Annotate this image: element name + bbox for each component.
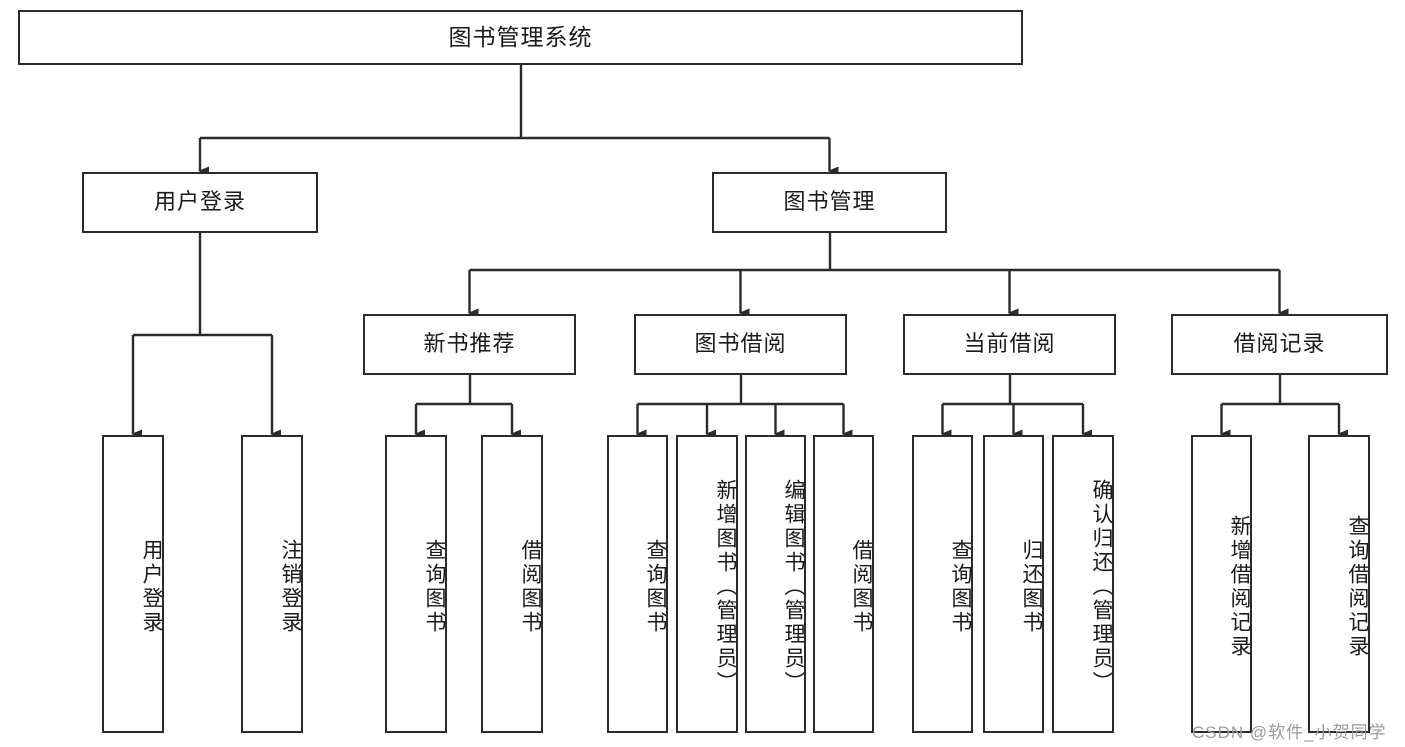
node-label: 查询图书 bbox=[949, 539, 972, 635]
node-leaf-borrow-book-1[interactable]: 借阅图书 bbox=[481, 435, 543, 733]
node-label: 借阅图书 bbox=[519, 539, 542, 635]
node-leaf-user-login[interactable]: 用户登录 bbox=[102, 435, 164, 733]
node-label: 用户登录 bbox=[153, 189, 246, 215]
node-label: 新增图书（管理员） bbox=[714, 479, 737, 695]
node-leaf-query-book-1[interactable]: 查询图书 bbox=[385, 435, 447, 733]
node-leaf-query-borrow-record[interactable]: 查询借阅记录 bbox=[1308, 435, 1370, 733]
node-borrow-record[interactable]: 借阅记录 bbox=[1171, 314, 1388, 375]
node-label: 图书管理系统 bbox=[448, 23, 593, 50]
node-user-login[interactable]: 用户登录 bbox=[82, 172, 318, 233]
node-label: 借阅图书 bbox=[850, 539, 873, 635]
node-label: 查询图书 bbox=[644, 539, 667, 635]
node-label: 编辑图书（管理员） bbox=[782, 479, 805, 695]
node-label: 确认归还（管理员） bbox=[1090, 479, 1113, 695]
node-leaf-return-book[interactable]: 归还图书 bbox=[983, 435, 1044, 733]
node-leaf-borrow-book-2[interactable]: 借阅图书 bbox=[813, 435, 874, 733]
node-leaf-confirm-return[interactable]: 确认归还（管理员） bbox=[1052, 435, 1114, 733]
node-new-book-recommend[interactable]: 新书推荐 bbox=[363, 314, 576, 375]
watermark: CSDN @软件_小贺同学 bbox=[1192, 723, 1387, 742]
node-current-borrow[interactable]: 当前借阅 bbox=[903, 314, 1116, 375]
node-leaf-add-borrow-record[interactable]: 新增借阅记录 bbox=[1191, 435, 1252, 733]
node-label: 新增借阅记录 bbox=[1228, 515, 1251, 659]
node-label: 注销登录 bbox=[279, 539, 302, 635]
node-label: 新书推荐 bbox=[423, 331, 516, 357]
node-root[interactable]: 图书管理系统 bbox=[18, 10, 1023, 65]
node-label: 用户登录 bbox=[140, 539, 163, 635]
node-leaf-add-book[interactable]: 新增图书（管理员） bbox=[676, 435, 738, 733]
node-leaf-query-book-2[interactable]: 查询图书 bbox=[607, 435, 668, 733]
node-label: 归还图书 bbox=[1020, 539, 1043, 635]
node-label: 当前借阅 bbox=[963, 331, 1056, 357]
node-leaf-edit-book[interactable]: 编辑图书（管理员） bbox=[745, 435, 806, 733]
node-book-borrow[interactable]: 图书借阅 bbox=[634, 314, 847, 375]
node-leaf-query-book-3[interactable]: 查询图书 bbox=[912, 435, 973, 733]
node-label: 图书借阅 bbox=[694, 331, 787, 357]
node-label: 图书管理 bbox=[783, 189, 876, 215]
node-book-manage[interactable]: 图书管理 bbox=[712, 172, 947, 233]
node-label: 查询图书 bbox=[423, 539, 446, 635]
node-leaf-logout[interactable]: 注销登录 bbox=[241, 435, 303, 733]
node-label: 查询借阅记录 bbox=[1346, 515, 1369, 659]
node-label: 借阅记录 bbox=[1233, 331, 1326, 357]
